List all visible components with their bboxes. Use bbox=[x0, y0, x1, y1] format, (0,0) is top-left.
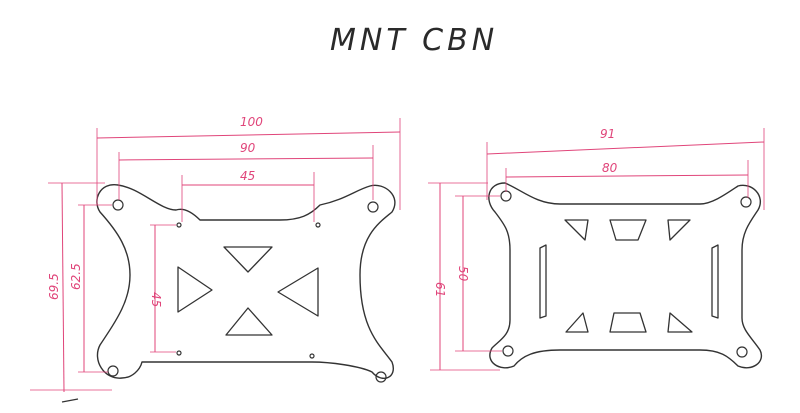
left-dim-hole-width: 90 bbox=[118, 141, 374, 200]
svg-text:100: 100 bbox=[240, 115, 263, 129]
right-plate: 91 80 61 50 bbox=[428, 127, 765, 371]
left-hole-inner-br bbox=[309, 353, 315, 359]
right-hole-bottom-right bbox=[736, 346, 748, 358]
right-hole-bottom-left bbox=[502, 345, 514, 357]
left-dim-overall-width: 100 bbox=[96, 115, 401, 210]
svg-text:69.5: 69.5 bbox=[47, 273, 61, 300]
svg-text:91: 91 bbox=[600, 127, 615, 141]
svg-text:90: 90 bbox=[240, 141, 256, 155]
right-hole-top-left bbox=[500, 190, 512, 202]
left-cutout-top bbox=[223, 246, 273, 273]
right-dim-hole-width: 80 bbox=[505, 160, 749, 198]
svg-text:45: 45 bbox=[240, 169, 255, 183]
right-hole-top-right bbox=[740, 196, 752, 208]
right-cutout-top-left bbox=[564, 219, 589, 241]
left-hole-top-right bbox=[367, 201, 379, 213]
left-plate-outline bbox=[96, 184, 396, 380]
right-cutout-top-center bbox=[609, 219, 647, 241]
left-cutout-right bbox=[277, 267, 319, 317]
left-dim-inner-height: 45 bbox=[149, 224, 176, 353]
right-plate-outline bbox=[488, 182, 763, 369]
right-slot-left bbox=[539, 244, 547, 319]
svg-text:50: 50 bbox=[456, 266, 470, 282]
svg-text:61: 61 bbox=[433, 282, 447, 297]
right-slot-right bbox=[711, 244, 719, 319]
right-cutout-bottom-left bbox=[565, 312, 589, 333]
left-hole-bottom-right bbox=[375, 371, 387, 383]
left-plate: 100 90 45 69.5 62.5 bbox=[30, 115, 401, 393]
pen-stroke bbox=[61, 398, 79, 403]
right-dim-overall-height: 61 bbox=[428, 182, 500, 371]
right-dim-hole-height: 50 bbox=[455, 195, 502, 352]
right-cutout-bottom-center bbox=[609, 312, 647, 333]
left-dim-hole-height: 62.5 bbox=[69, 204, 112, 373]
left-cutout-left bbox=[177, 266, 213, 313]
right-cutout-top-right bbox=[667, 219, 691, 241]
left-dim-overall-height: 69.5 bbox=[30, 182, 112, 393]
left-hole-inner-tr bbox=[315, 222, 321, 228]
svg-text:80: 80 bbox=[602, 161, 618, 175]
svg-text:45: 45 bbox=[149, 292, 163, 307]
left-hole-bottom-left bbox=[107, 365, 119, 377]
left-cutout-bottom bbox=[225, 307, 273, 336]
right-dim-overall-width: 91 bbox=[486, 127, 765, 210]
left-hole-inner-tl bbox=[176, 222, 182, 228]
svg-text:62.5: 62.5 bbox=[69, 263, 83, 290]
left-hole-top-left bbox=[112, 199, 124, 211]
right-cutout-bottom-right bbox=[667, 312, 693, 333]
left-dim-inner-width: 45 bbox=[181, 169, 315, 222]
left-hole-inner-bl bbox=[176, 350, 182, 356]
drawing-title: MNT CBN bbox=[330, 23, 498, 58]
